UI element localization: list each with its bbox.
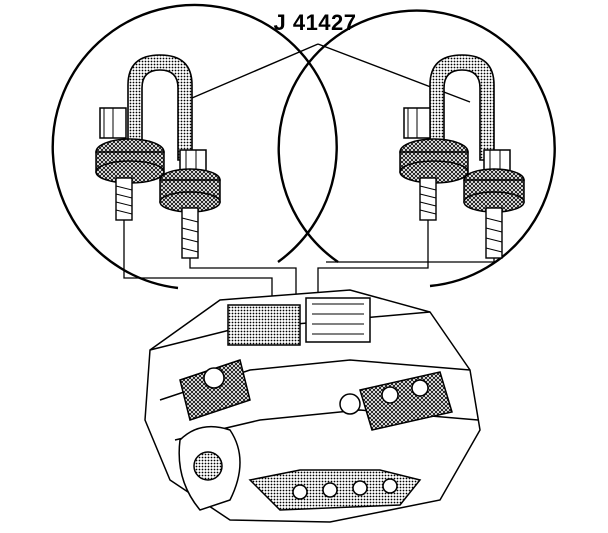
right-detail-circle	[277, 9, 556, 288]
right-bracket-bolt-b	[463, 149, 525, 259]
left-detail-circle	[51, 3, 338, 290]
callout-leader-lines	[191, 43, 471, 103]
left-detail-view	[51, 3, 338, 290]
left-bracket-bolt-a	[95, 107, 165, 221]
right-detail-view	[277, 9, 556, 288]
engine-block	[144, 289, 481, 523]
left-bracket-bolt-b	[159, 149, 221, 259]
tool-number-label: J 41427	[273, 10, 357, 35]
